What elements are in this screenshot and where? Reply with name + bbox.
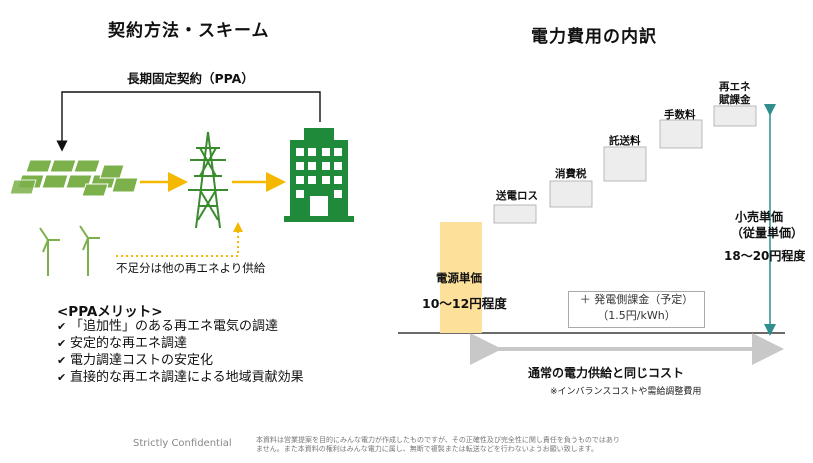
step-box-fee — [659, 119, 703, 149]
building-icon — [284, 128, 354, 222]
step-label-renewable-levy-2: 賦課金 — [719, 94, 751, 106]
solar-panel-icon — [9, 159, 139, 197]
confidential-label: Strictly Confidential — [133, 438, 232, 449]
step-box-transmission-loss — [493, 204, 537, 224]
ppa-contract-label: 長期固定契約（PPA） — [127, 71, 254, 86]
imbalance-note: ※インバランスコストや需給調整費用 — [550, 387, 702, 397]
source-price-bar — [440, 222, 482, 333]
generation-charge-line2: （1.5円/kWh） — [597, 309, 676, 322]
check-icon: ✔ — [57, 320, 67, 333]
step-label-fee: 手数料 — [664, 109, 696, 121]
merit-item: ✔「追加性」のある再エネ電気の調達 — [57, 319, 279, 334]
merit-item: ✔電力調達コストの安定化 — [57, 353, 214, 368]
transmission-tower-icon — [188, 131, 228, 229]
generation-charge-line1: ＋ 発電側課金（予定） — [579, 293, 694, 306]
merit-item: ✔直接的な再エネ調達による地域貢献効果 — [57, 370, 304, 385]
disclaimer-text: 本資料は営業提案を目的にみんな電力が作成したものですが、その正確性及び完全性に関… — [256, 436, 620, 453]
step-label-transmission-loss: 送電ロス — [496, 190, 538, 202]
check-icon: ✔ — [57, 371, 67, 384]
source-price-label: 電源単価 — [436, 271, 482, 285]
scheme-title: 契約方法・スキーム — [108, 21, 270, 41]
merit-list: ✔「追加性」のある再エネ電気の調達 ✔安定的な再エネ調達 ✔電力調達コストの安定… — [57, 318, 304, 386]
source-price-value: 10～12円程度 — [422, 296, 507, 311]
generation-charge-box: ＋ 発電側課金（予定） （1.5円/kWh） — [568, 291, 705, 328]
retail-price-value: 18～20円程度 — [724, 249, 806, 263]
same-cost-label: 通常の電力供給と同じコスト — [528, 366, 685, 380]
ppa-contract-arrow — [56, 91, 321, 152]
shortage-arrow-head — [233, 222, 243, 232]
retail-price-sublabel: （従量単価） — [731, 226, 804, 240]
step-label-renewable-levy-1: 再エネ — [719, 81, 751, 93]
check-icon: ✔ — [57, 354, 67, 367]
shortage-label: 不足分は他の再エネより供給 — [116, 261, 266, 275]
step-box-consumption-tax — [549, 180, 593, 208]
retail-price-label: 小売単価 — [735, 210, 784, 224]
cost-step-boxes — [493, 105, 757, 224]
wind-turbine-icon — [39, 225, 100, 276]
check-icon: ✔ — [57, 337, 67, 350]
step-box-renewable-levy — [713, 105, 757, 127]
merit-title: <PPAメリット> — [57, 304, 163, 320]
merit-item: ✔安定的な再エネ調達 — [57, 336, 188, 351]
step-label-consumption-tax: 消費税 — [555, 168, 587, 180]
step-box-wheeling-charge — [603, 146, 647, 182]
cost-breakdown-title: 電力費用の内訳 — [531, 27, 657, 47]
step-label-wheeling-charge: 託送料 — [609, 135, 641, 147]
shortage-supply-arrow — [116, 228, 239, 257]
